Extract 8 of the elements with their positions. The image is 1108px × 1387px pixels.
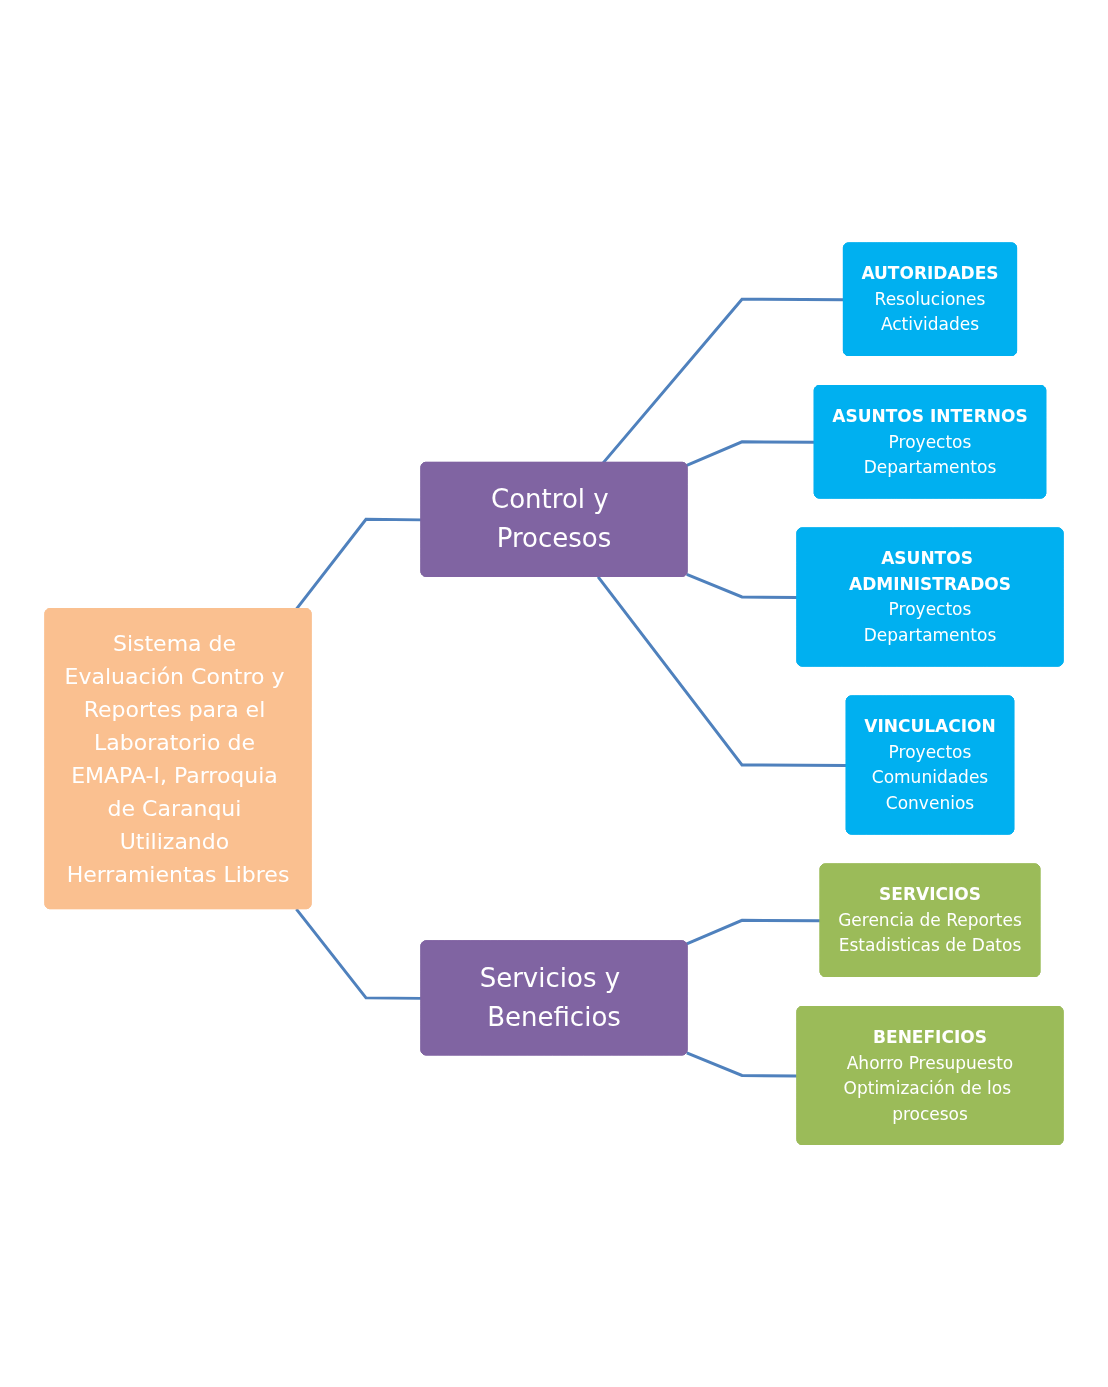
connector (295, 907, 422, 1000)
connector (686, 572, 798, 599)
connector (686, 1051, 798, 1078)
connector (686, 440, 815, 467)
connector (295, 517, 422, 610)
connector (596, 575, 847, 767)
connector (686, 918, 821, 945)
connector (602, 297, 844, 464)
